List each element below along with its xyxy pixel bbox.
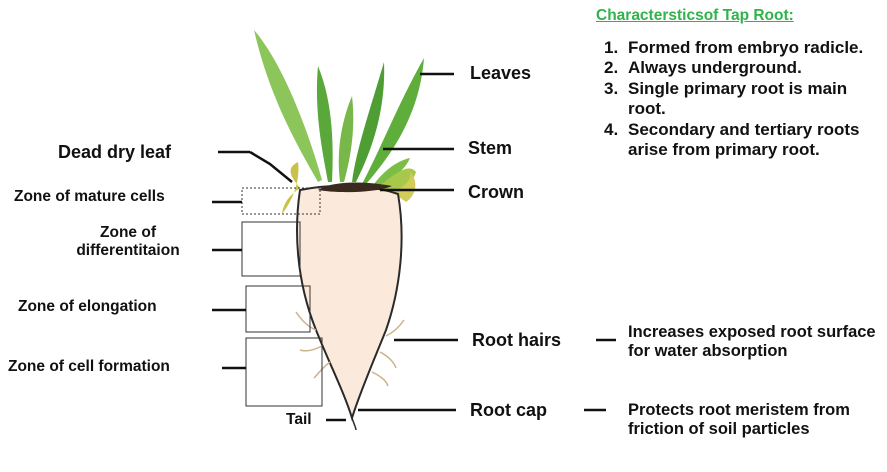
zone-cell-formation-label: Zone of cell formation xyxy=(8,358,170,376)
leaf-3 xyxy=(339,96,354,182)
leaves-group xyxy=(254,30,424,190)
item-text: Formed from embryo radicle. xyxy=(628,38,887,58)
root-cap-note: Protects root meristem from friction of … xyxy=(628,401,884,439)
item-number: 3. xyxy=(604,79,628,120)
leaves-label: Leaves xyxy=(470,63,531,84)
leaf-2 xyxy=(317,66,333,182)
characteristics-list: 1. Formed from embryo radicle. 2. Always… xyxy=(604,38,887,160)
zone-elongation-label: Zone of elongation xyxy=(18,298,157,316)
tail-label: Tail xyxy=(286,411,312,429)
root-hairs-label: Root hairs xyxy=(472,330,561,351)
item-number: 2. xyxy=(604,58,628,78)
root-hairs-note: Increases exposed root surface for water… xyxy=(628,323,884,361)
root-cap-label: Root cap xyxy=(470,400,547,421)
characteristics-title: Charactersticsof Tap Root: xyxy=(596,7,794,25)
item-text: Secondary and tertiary roots arise from … xyxy=(628,120,887,161)
item-number: 4. xyxy=(604,120,628,161)
zone-mature-cells-label: Zone of mature cells xyxy=(14,188,165,206)
stem-label: Stem xyxy=(468,138,512,159)
characteristic-item: 1. Formed from embryo radicle. xyxy=(604,38,887,58)
characteristic-item: 3. Single primary root is main root. xyxy=(604,79,887,120)
characteristic-item: 2. Always underground. xyxy=(604,58,887,78)
item-number: 1. xyxy=(604,38,628,58)
dead-dry-leaf-label: Dead dry leaf xyxy=(58,142,171,163)
item-text: Always underground. xyxy=(628,58,887,78)
item-text: Single primary root is main root. xyxy=(628,79,887,120)
characteristic-item: 4. Secondary and tertiary roots arise fr… xyxy=(604,120,887,161)
crown-label: Crown xyxy=(468,182,524,203)
tail xyxy=(352,418,356,430)
zone-differentiation-label: Zone of differentitaion xyxy=(48,224,208,260)
leader-lines xyxy=(212,74,616,420)
